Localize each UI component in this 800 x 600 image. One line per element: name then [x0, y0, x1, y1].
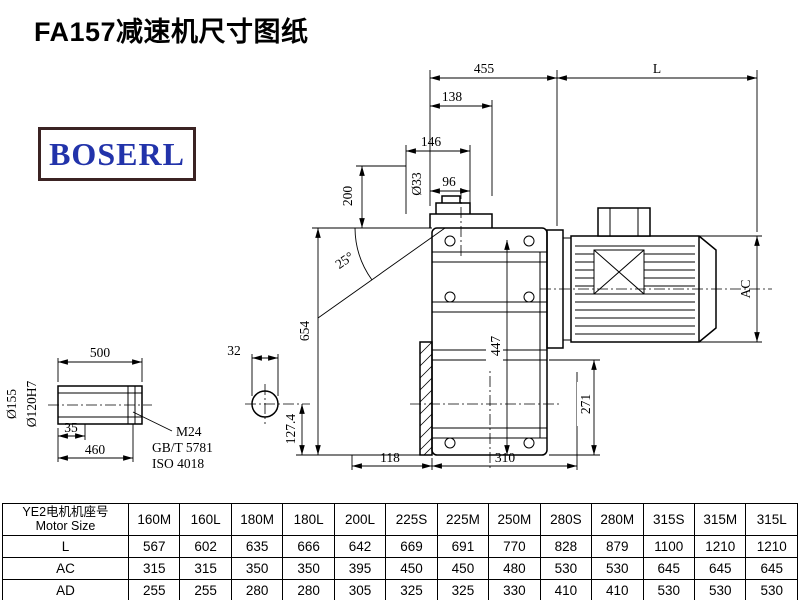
cell: 669: [385, 534, 438, 558]
cell: 305: [333, 578, 387, 600]
column-header: 280M: [591, 503, 644, 536]
motor-size-header-cell: YE2电机机座号 Motor Size: [2, 503, 129, 536]
dim-33-label: Ø33: [409, 172, 424, 195]
row-label: L: [2, 534, 129, 558]
dim-654-label: 654: [297, 321, 312, 342]
cell: 350: [282, 556, 335, 580]
cell: 315: [127, 556, 181, 580]
cell: 879: [591, 534, 644, 558]
cell: 330: [488, 578, 541, 600]
cell: 410: [591, 578, 644, 600]
table-row: AD 255 255 280 280 305 325 325 330 410 4…: [2, 578, 798, 600]
dim-460-label: 460: [85, 442, 106, 457]
dim-L-label: L: [653, 61, 661, 76]
cell: 325: [385, 578, 438, 600]
cell: 635: [230, 534, 284, 558]
dim-310-label: 310: [495, 450, 516, 465]
column-header: 200L: [333, 503, 387, 536]
page-title: FA157减速机尺寸图纸: [34, 17, 309, 47]
column-header: 160M: [127, 503, 181, 536]
dim-96-label: 96: [442, 174, 456, 189]
cell: 325: [436, 578, 490, 600]
dimension-drawing: 500 35 460 Ø155 Ø120H7 M24 GB/T 5781 ISO…: [4, 61, 772, 471]
dim-271-label: 271: [578, 394, 593, 414]
cell: 410: [539, 578, 593, 600]
angle-25-label: 25°: [332, 249, 356, 272]
column-header: 315L: [745, 503, 798, 536]
cell: 666: [282, 534, 335, 558]
table-header-row: YE2电机机座号 Motor Size 160M 160L 180M 180L …: [2, 503, 798, 536]
dim-118-label: 118: [380, 450, 400, 465]
column-header: 315M: [693, 503, 747, 536]
table-row: AC 315 315 350 350 395 450 450 480 530 5…: [2, 556, 798, 580]
cell: 350: [230, 556, 284, 580]
dim-200-label: 200: [340, 186, 355, 207]
column-header: 315S: [642, 503, 695, 536]
terminal-box: [597, 207, 651, 237]
cell: 530: [591, 556, 644, 580]
cell: 645: [693, 556, 747, 580]
motor-size-table: YE2电机机座号 Motor Size 160M 160L 180M 180L …: [2, 503, 798, 600]
motor-size-header-cn: YE2电机机座号: [22, 505, 109, 519]
standard-iso-label: ISO 4018: [152, 456, 204, 471]
cell: 1210: [693, 534, 747, 558]
standard-gbt-label: GB/T 5781: [152, 440, 213, 455]
cell: 828: [539, 534, 593, 558]
cell: 280: [282, 578, 335, 600]
cell: 567: [127, 534, 181, 558]
dim-455-label: 455: [474, 61, 495, 76]
input-shaft-end-view: [245, 384, 310, 424]
brand-logo: BOSERL: [38, 127, 196, 181]
column-header: 180L: [282, 503, 335, 536]
cell: 255: [179, 578, 232, 600]
cell: 1100: [642, 534, 695, 558]
dimension-annotations: 500 35 460 Ø155 Ø120H7 M24 GB/T 5781 ISO…: [4, 61, 762, 471]
cell: 1210: [745, 534, 798, 558]
cell: 645: [745, 556, 798, 580]
cell: 530: [642, 578, 695, 600]
column-header: 250M: [488, 503, 541, 536]
cell: 450: [436, 556, 490, 580]
cell: 530: [745, 578, 798, 600]
table-row: L 567 602 635 666 642 669 691 770 828 87…: [2, 534, 798, 558]
column-header: 225S: [385, 503, 438, 536]
cell: 280: [230, 578, 284, 600]
cell: 530: [693, 578, 747, 600]
dim-447-label: 447: [488, 336, 503, 357]
cell: 395: [333, 556, 387, 580]
cell: 315: [179, 556, 232, 580]
column-header: 225M: [436, 503, 490, 536]
output-shaft-stub: [419, 341, 433, 456]
dim-32-label: 32: [227, 343, 241, 358]
column-header: 280S: [539, 503, 593, 536]
dim-155-label: Ø155: [4, 389, 19, 419]
cell: 642: [333, 534, 387, 558]
output-shaft-detail: [48, 385, 152, 425]
column-header: 180M: [230, 503, 284, 536]
dim-500-label: 500: [90, 345, 111, 360]
row-label: AC: [2, 556, 129, 580]
row-label: AD: [2, 578, 129, 600]
angle-reference: [317, 227, 446, 319]
cell: 530: [539, 556, 593, 580]
dim-120-label: Ø120H7: [24, 381, 39, 428]
cell: 770: [488, 534, 541, 558]
cell: 255: [127, 578, 181, 600]
motor: [540, 207, 772, 349]
cell: 480: [488, 556, 541, 580]
dim-35-label: 35: [64, 420, 78, 435]
cell: 645: [642, 556, 695, 580]
thread-m24-label: M24: [176, 424, 202, 439]
dim-127-4-label: 127.4: [283, 414, 298, 445]
cell: 450: [385, 556, 438, 580]
cell: 602: [179, 534, 232, 558]
dim-146-label: 146: [421, 134, 442, 149]
column-header: 160L: [179, 503, 232, 536]
cell: 691: [436, 534, 490, 558]
dim-AC-label: AC: [738, 280, 753, 299]
motor-size-header-en: Motor Size: [35, 519, 96, 534]
dim-138-label: 138: [442, 89, 463, 104]
